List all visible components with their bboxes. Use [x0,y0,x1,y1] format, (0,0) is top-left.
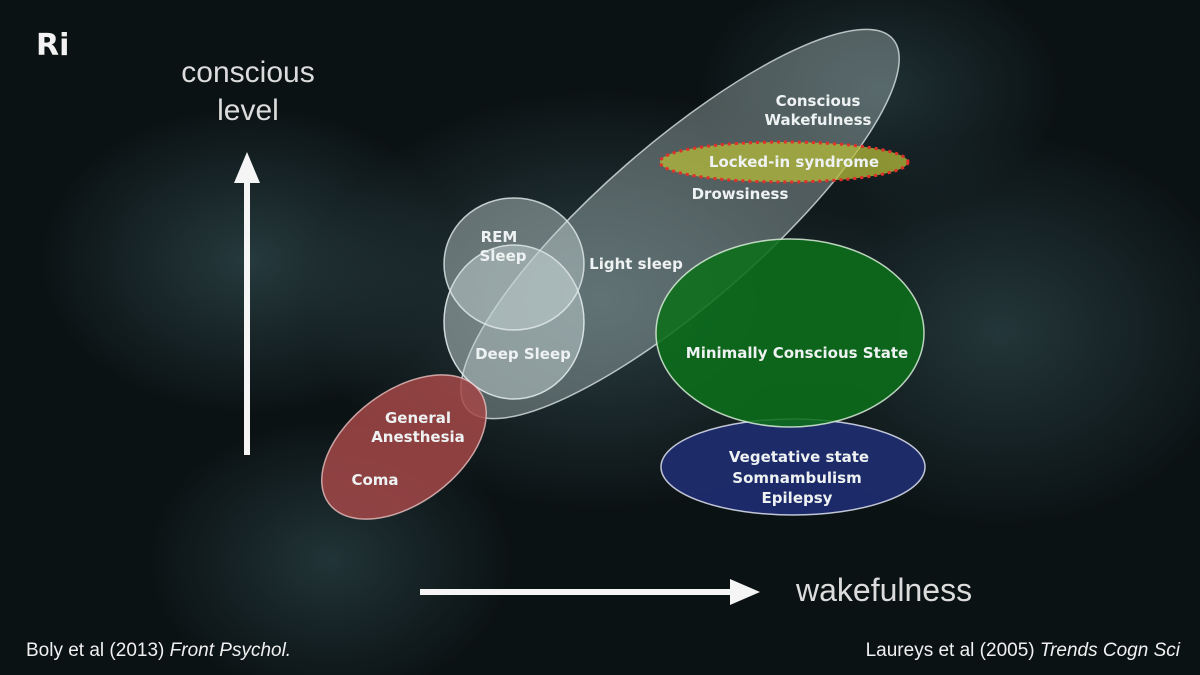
label-rem-sleep: Sleep [479,247,526,265]
y-axis-label-line2: level [217,94,279,127]
label-deep-sleep: Deep Sleep [475,345,571,363]
y-axis-label: conscious level [168,54,328,130]
label-wakefulness: Wakefulness [765,111,872,129]
label-locked-in: Locked-in syndrome [709,153,879,171]
label-vegetative: Vegetative state [729,448,869,466]
locked-in-ellipse [658,140,910,184]
x-axis-arrow [420,579,760,605]
label-general: General [385,409,451,427]
label-epilepsy: Epilepsy [762,489,833,507]
label-conscious: Conscious [776,92,861,110]
rem-sleep-ellipse [443,197,585,331]
label-drowsiness: Drowsiness [692,185,789,203]
citation-left: Boly et al (2013) Front Psychol. [26,640,291,662]
label-somnambulism: Somnambulism [732,469,861,487]
y-axis-arrow [234,152,260,455]
y-axis-label-line1: conscious [181,56,315,89]
label-light-sleep: Light sleep [589,255,683,273]
x-axis-label: wakefulness [796,572,973,608]
citation-right-journal: Trends Cogn Sci [1039,640,1180,661]
label-mcs: Minimally Conscious State [686,344,908,362]
citation-right: Laureys et al (2005) Trends Cogn Sci [866,640,1180,662]
anesthesia-coma-ellipse [320,374,488,520]
label-coma: Coma [351,471,398,489]
citation-left-authors: Boly et al (2013) [26,640,165,661]
label-anesthesia: Anesthesia [371,428,465,446]
label-rem: REM [481,228,518,246]
mcs-ellipse [655,238,925,428]
deep-sleep-overlap [443,244,585,400]
ri-logo: Ri [36,28,70,63]
citation-left-journal: Front Psychol. [169,640,292,661]
citation-right-authors: Laureys et al (2005) [865,640,1035,661]
